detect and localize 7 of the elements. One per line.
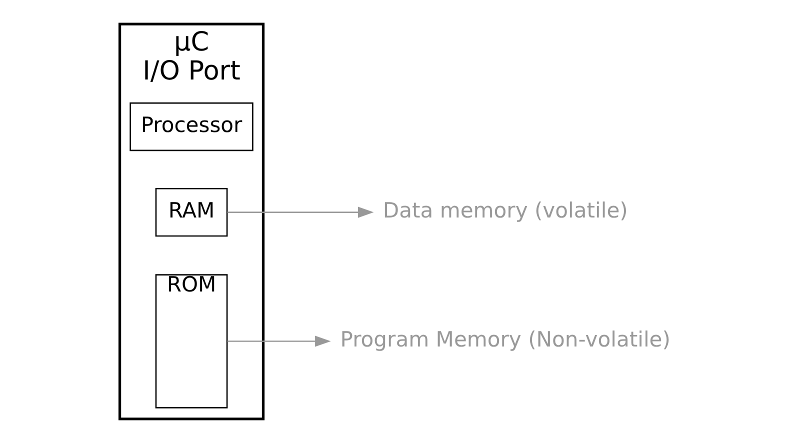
node-box: Processor (129, 102, 253, 152)
arrow (226, 336, 330, 347)
node-text: Data memory (volatile) (382, 197, 628, 222)
node-text: Program Memory (Non-volatile) (340, 326, 670, 352)
arrow (226, 206, 374, 218)
node-box: RAM (154, 188, 228, 237)
node-box: ROM (154, 274, 228, 408)
